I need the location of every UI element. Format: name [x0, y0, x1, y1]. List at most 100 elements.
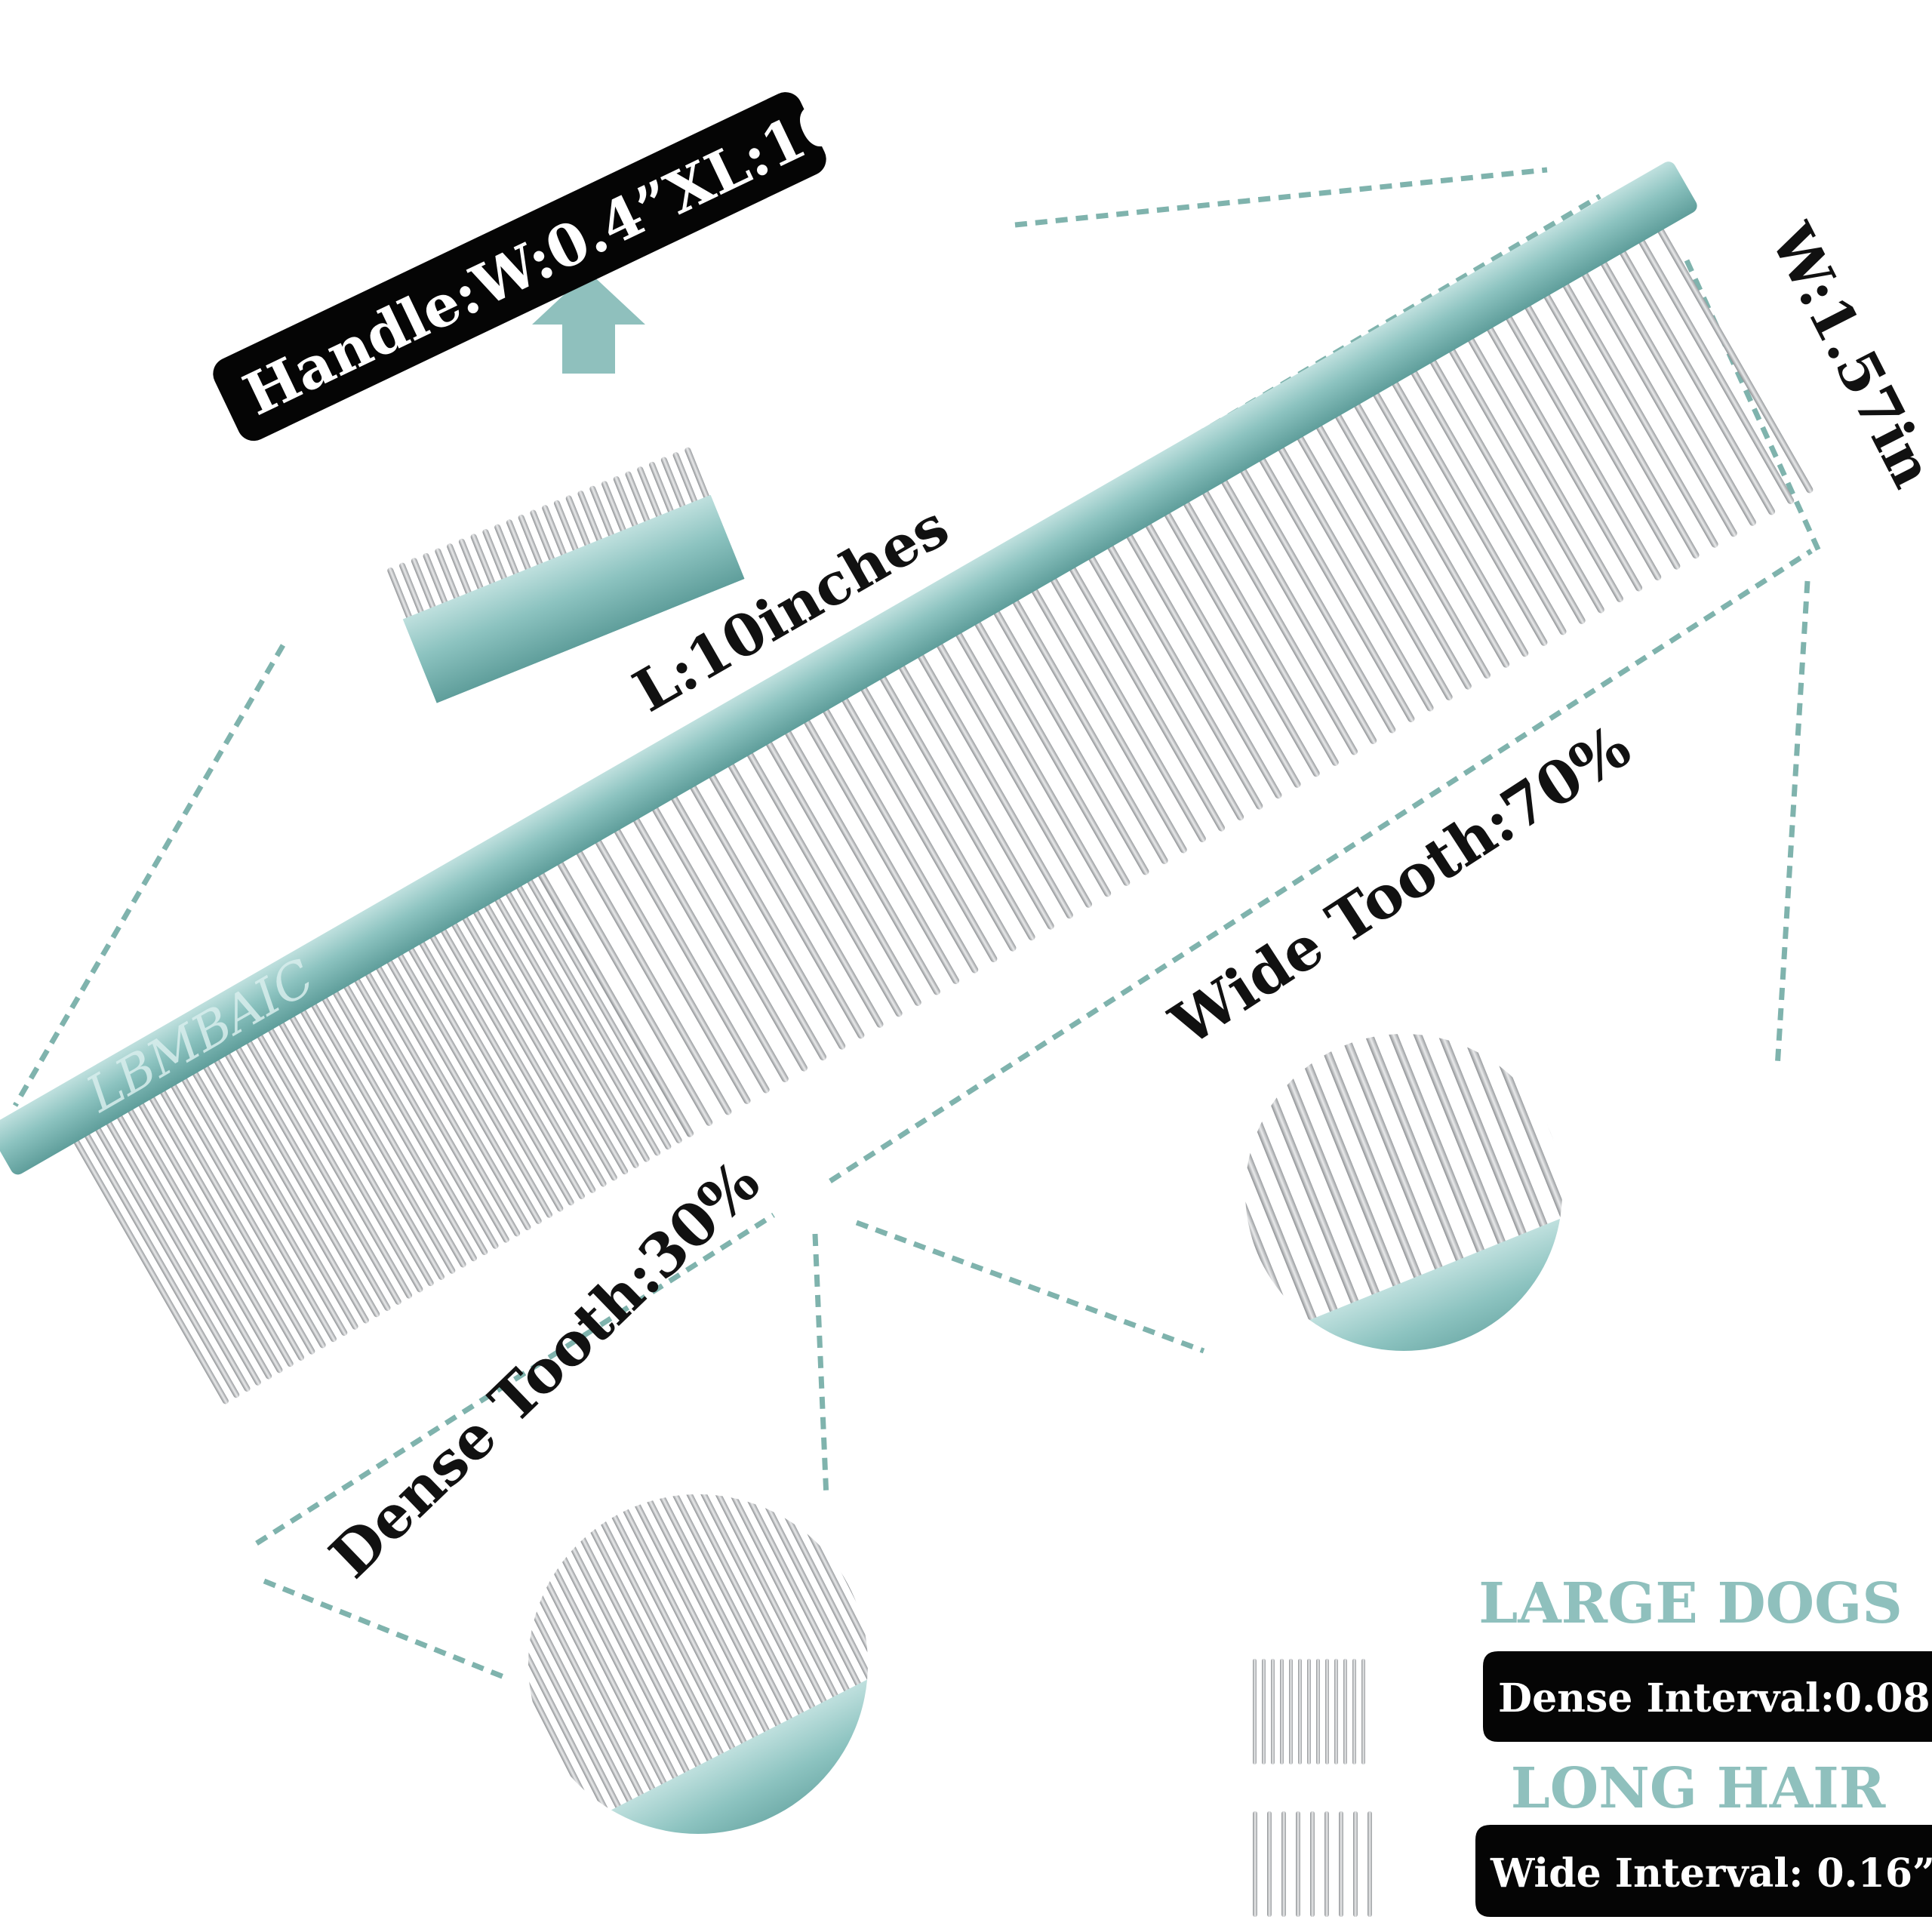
- comb-tooth: [896, 660, 1054, 930]
- dense-tooth: [528, 1513, 669, 1791]
- comb-tooth: [1294, 431, 1453, 701]
- dense-tooth: [537, 1508, 681, 1785]
- comb: LBMBAIC: [0, 162, 1814, 1404]
- comb-tooth: [276, 1017, 434, 1287]
- comb-tooth: [460, 911, 617, 1181]
- wide-tooth: [1245, 1084, 1256, 1351]
- dense-tooth: [742, 1494, 868, 1680]
- comb-tooth: [427, 930, 585, 1200]
- comb-tooth: [1048, 573, 1206, 843]
- wide-tooth: [1373, 1034, 1487, 1259]
- comb-tooth: [481, 899, 639, 1168]
- dense-tooth: [673, 1494, 818, 1715]
- comb-tooth: [1180, 497, 1339, 766]
- comb-tooth: [146, 1091, 305, 1361]
- comb-tooth: [763, 737, 921, 1006]
- comb-tooth: [287, 1011, 445, 1280]
- sample-tooth: [1325, 1659, 1329, 1764]
- dense-magnified-handle: [528, 1635, 868, 1834]
- comb-tooth: [1124, 529, 1282, 799]
- sample-tooth: [1310, 1811, 1315, 1917]
- wide-tooth: [1310, 1034, 1423, 1284]
- dense-tooth: [571, 1494, 715, 1767]
- comb-tooth: [438, 924, 596, 1193]
- comb-tooth: [688, 780, 846, 1050]
- comb-tooth: [1333, 409, 1491, 679]
- width-label: W:1.57in: [1758, 213, 1932, 498]
- comb-tooth: [179, 1072, 337, 1343]
- comb-tooth: [611, 823, 770, 1094]
- sample-tooth: [1253, 1659, 1257, 1764]
- comb-tooth: [991, 605, 1149, 875]
- comb-tooth: [858, 681, 1017, 952]
- sample-tooth: [1253, 1811, 1257, 1917]
- dense-tooth: [731, 1494, 868, 1686]
- comb-tooth: [503, 886, 661, 1156]
- comb-tooth: [492, 893, 650, 1162]
- comb-tooth: [525, 874, 682, 1143]
- sample-tooth: [1353, 1811, 1358, 1917]
- dense-tooth: [685, 1494, 829, 1709]
- sample-tooth: [1281, 1811, 1286, 1917]
- comb-tooth: [934, 638, 1093, 908]
- comb-tooth: [1257, 453, 1415, 722]
- comb-tooth: [1408, 365, 1567, 635]
- dense-interval-badge: Dense Interval:0.08”: [1483, 1651, 1932, 1742]
- handle-size-label: Handle:W:0.4”XL:10”: [233, 72, 881, 429]
- wide-teeth-sample-icon: [1253, 1811, 1372, 1917]
- dense-tooth: [528, 1583, 532, 1834]
- comb-tooth: [1389, 377, 1548, 646]
- comb-tooth: [1161, 507, 1320, 777]
- wide-tooth: [1394, 1034, 1507, 1250]
- wide-tooth: [1436, 1034, 1549, 1233]
- dense-tooth: [528, 1531, 635, 1808]
- comb-tooth: [839, 693, 998, 963]
- comb-tooth: [384, 955, 542, 1224]
- comb-tooth: [1086, 551, 1244, 821]
- comb-tooth: [1636, 235, 1795, 504]
- comb-tooth: [915, 649, 1073, 919]
- comb-tooth: [650, 801, 808, 1072]
- comb-tooth: [725, 758, 884, 1028]
- comb-tooth: [1067, 561, 1225, 832]
- comb-tooth: [1219, 475, 1377, 744]
- comb-tooth: [417, 936, 574, 1206]
- comb-tooth: [395, 949, 553, 1218]
- comb-tooth: [244, 1035, 401, 1305]
- comb-tooth: [1446, 343, 1604, 614]
- comb-tooth: [1427, 355, 1586, 624]
- large-dogs-heading: LARGE DOGS: [1478, 1571, 1903, 1636]
- comb-tooth: [297, 1004, 456, 1274]
- comb-tooth: [470, 905, 629, 1175]
- comb-tooth: [211, 1054, 369, 1324]
- sample-tooth: [1339, 1811, 1343, 1917]
- dense-tooth: [651, 1494, 795, 1727]
- wide-tooth: [1247, 1042, 1361, 1309]
- comb-tooth: [1598, 257, 1756, 526]
- sample-tooth: [1316, 1659, 1320, 1764]
- wide-interval-badge: Wide Interval: 0.16”: [1475, 1825, 1932, 1917]
- comb-tooth: [449, 918, 607, 1187]
- comb-tooth: [1466, 333, 1623, 602]
- dense-tooth: [617, 1494, 761, 1744]
- comb-tooth: [201, 1060, 358, 1330]
- comb-tooth: [362, 967, 521, 1237]
- sample-tooth: [1262, 1659, 1266, 1764]
- comb-tooth: [513, 880, 672, 1150]
- comb-tooth: [1200, 485, 1358, 755]
- dense-tooth: [708, 1494, 852, 1697]
- sample-tooth: [1296, 1811, 1300, 1917]
- wide-tooth-label: Wide Tooth:70%: [1158, 712, 1642, 1060]
- comb-tooth: [1238, 463, 1396, 734]
- dense-tooth: [719, 1494, 863, 1691]
- comb-tooth: [801, 715, 960, 984]
- comb-tooth: [1105, 540, 1263, 810]
- wide-tooth: [1457, 1034, 1562, 1225]
- wide-tooth: [1245, 1059, 1318, 1327]
- comb-tooth: [1484, 321, 1643, 592]
- dense-teeth-sample-icon: [1253, 1659, 1365, 1764]
- comb-tooth: [1541, 289, 1700, 559]
- dense-tooth: [528, 1577, 543, 1834]
- comb-tooth: [71, 1134, 229, 1404]
